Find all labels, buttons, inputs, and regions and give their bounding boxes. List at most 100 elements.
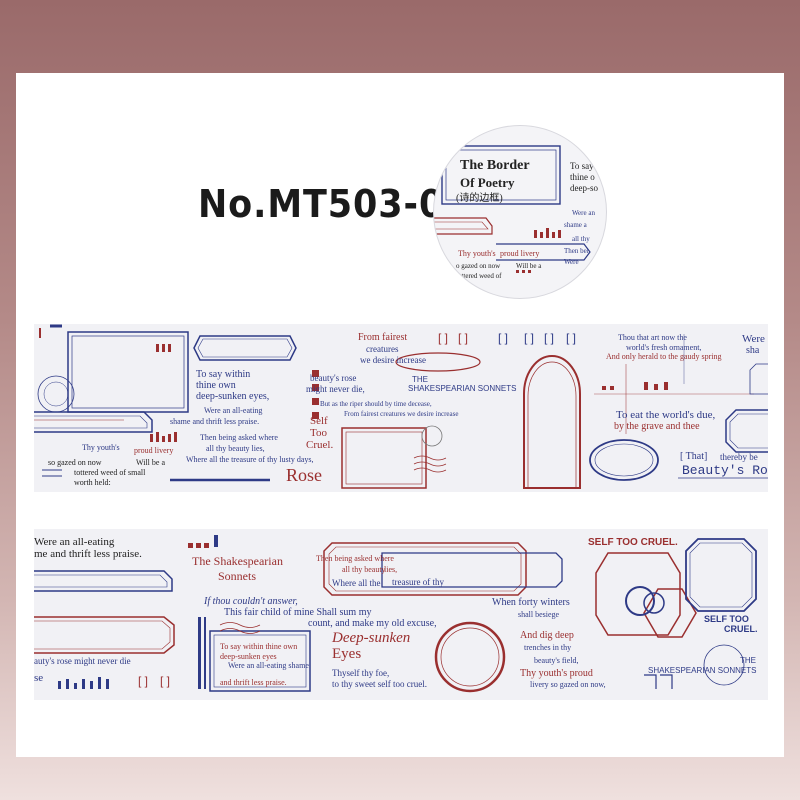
verse-heading: SELF TOO (704, 614, 749, 624)
tape-strip-2: Were an all-eating me and thrift less pr… (34, 529, 768, 700)
verse-line: trenches in thy (524, 643, 572, 652)
verse-line: proud livery (134, 446, 174, 455)
verse-line: To say within (196, 369, 251, 380)
badge-text: Were an (572, 209, 595, 217)
verse-line: and thrift less praise. (220, 678, 287, 687)
verse-line: From fairest (358, 332, 408, 343)
verse-line: SHAKESPEARIAN SONNETS (408, 384, 517, 393)
badge-text: thine o (570, 172, 595, 182)
bracket-mark: [ ] (544, 331, 555, 345)
badge-title-line1: The Border (460, 158, 530, 173)
verse-line: Where all the treasure of thy lusty days… (186, 455, 314, 464)
verse-line: Thyself thy foe, (332, 668, 390, 678)
verse-line: Where all the (332, 578, 381, 588)
verse-line: Will be a (136, 458, 165, 467)
verse-line: And only herald to the gaudy spring (606, 352, 722, 361)
verse-line: Then being asked where (316, 554, 394, 563)
badge-text: deep-so (570, 183, 598, 193)
verse-line: But as the riper should by time decease, (320, 400, 432, 408)
verse-line: tottered weed of small (74, 468, 146, 477)
verse-heading: The Shakespearian (192, 554, 283, 568)
bracket-mark: [ ] (438, 331, 449, 345)
verse-line: Thy youth's (82, 443, 120, 452)
verse-line: Self (310, 415, 328, 427)
verse-line: If thou couldn't answer, (204, 596, 298, 607)
verse-line: [ That] (680, 451, 708, 462)
verse-line: Thou that art now the (618, 333, 687, 342)
badge-text: o gazed on now (456, 262, 501, 270)
badge-text: Will be a (516, 262, 542, 270)
strip1-frames (34, 324, 768, 489)
verse-line: creatures (366, 344, 399, 354)
verse-line: treasure of thy (392, 577, 444, 587)
verse-line: Were an all-eating shame (228, 661, 309, 670)
verse-line: beauty's field, (534, 656, 579, 665)
tape-closeup-badge: The Border Of Poetry (诗的边框) To say thine… (433, 125, 607, 299)
verse-line: From fairest creatures we desire increas… (344, 410, 459, 418)
badge-text: Thy youth's (458, 249, 496, 258)
verse-line: thine own (196, 380, 236, 391)
verse-line: shame and thrift less praise. (170, 417, 260, 426)
verse-line: And dig deep (520, 630, 574, 641)
verse-line: Thy youth's proud (520, 668, 593, 679)
verse-line: Were an all-eating (204, 406, 263, 415)
verse-line: auty's rose might never die (34, 656, 131, 666)
bracket-mark: [ ] (566, 331, 577, 345)
badge-text: tottered weed of (456, 272, 502, 280)
verse-heading: SELF TOO CRUEL. (588, 537, 678, 548)
verse-word-beautys-rose: Beauty's Ros (682, 463, 768, 478)
verse-line: livery so gazed on now, (530, 680, 606, 689)
verse-heading: Deep-sunken (332, 630, 411, 646)
verse-line: count, and make my old excuse, (308, 618, 437, 629)
badge-text: Then bei (564, 247, 589, 255)
verse-line: Too (310, 427, 327, 439)
verse-line: shall besiege (518, 610, 560, 619)
bracket-mark: [ ] (458, 331, 469, 345)
verse-line: se (34, 672, 44, 684)
verse-heading: Eyes (332, 646, 362, 662)
verse-line: THE (740, 656, 756, 665)
verse-line: thereby be (720, 452, 758, 462)
badge-text: all thy (572, 235, 590, 243)
bracket-mark: [ ] (160, 674, 171, 688)
badge-text: proud livery (500, 249, 540, 258)
verse-line: all thy beauty (342, 565, 386, 574)
verse-heading: CRUEL. (724, 624, 758, 634)
badge-title-line2: Of Poetry (460, 175, 515, 190)
verse-line: all thy beauty lies, (206, 444, 265, 453)
verse-line: world's fresh ornament, (626, 343, 702, 352)
verse-line: Then being asked where (200, 433, 278, 442)
badge-text: Were (564, 258, 579, 266)
badge-frames (434, 145, 591, 273)
verse-line: THE (412, 375, 428, 384)
tape-strip-1: To say within thine own deep-sunken eyes… (34, 324, 768, 492)
verse-word-rose: Rose (286, 465, 322, 485)
verse-line: worth held: (74, 478, 111, 487)
product-code: No.MT503-02 (198, 182, 470, 226)
verse-line: When forty winters (492, 597, 570, 608)
verse-line: beauty's rose (310, 373, 357, 383)
verse-line: deep-sunken eyes, (196, 391, 270, 402)
verse-line: to thy sweet self too cruel. (332, 679, 427, 689)
bracket-mark: [ ] (524, 331, 535, 345)
bracket-mark: [ ] (138, 674, 149, 688)
badge-text: To say (570, 161, 594, 171)
bracket-mark: [ ] (498, 331, 509, 345)
verse-line: To say within thine own (220, 642, 298, 651)
verse-line: by the grave and thee (614, 421, 700, 432)
verse-line: Cruel. (306, 439, 334, 451)
verse-line: we desire increase (360, 355, 426, 365)
verse-heading: Sonnets (218, 569, 257, 583)
verse-line: me and thrift less praise. (34, 548, 142, 560)
verse-line: deep-sunken eyes (220, 652, 277, 661)
strip2-frames (34, 535, 757, 693)
verse-line: This fair child of mine Shall sum my (224, 607, 372, 618)
verse-line: Were (742, 333, 765, 345)
badge-subtitle: (诗的边框) (456, 193, 503, 204)
verse-line: SHAKESPEARIAN SONNETS (648, 666, 757, 675)
verse-line: Were an all-eating (34, 536, 115, 548)
verse-line: lies, (384, 565, 398, 574)
verse-line: so gazed on now (48, 458, 102, 467)
badge-text: shame a (564, 221, 587, 229)
verse-line: might never die, (306, 384, 365, 394)
